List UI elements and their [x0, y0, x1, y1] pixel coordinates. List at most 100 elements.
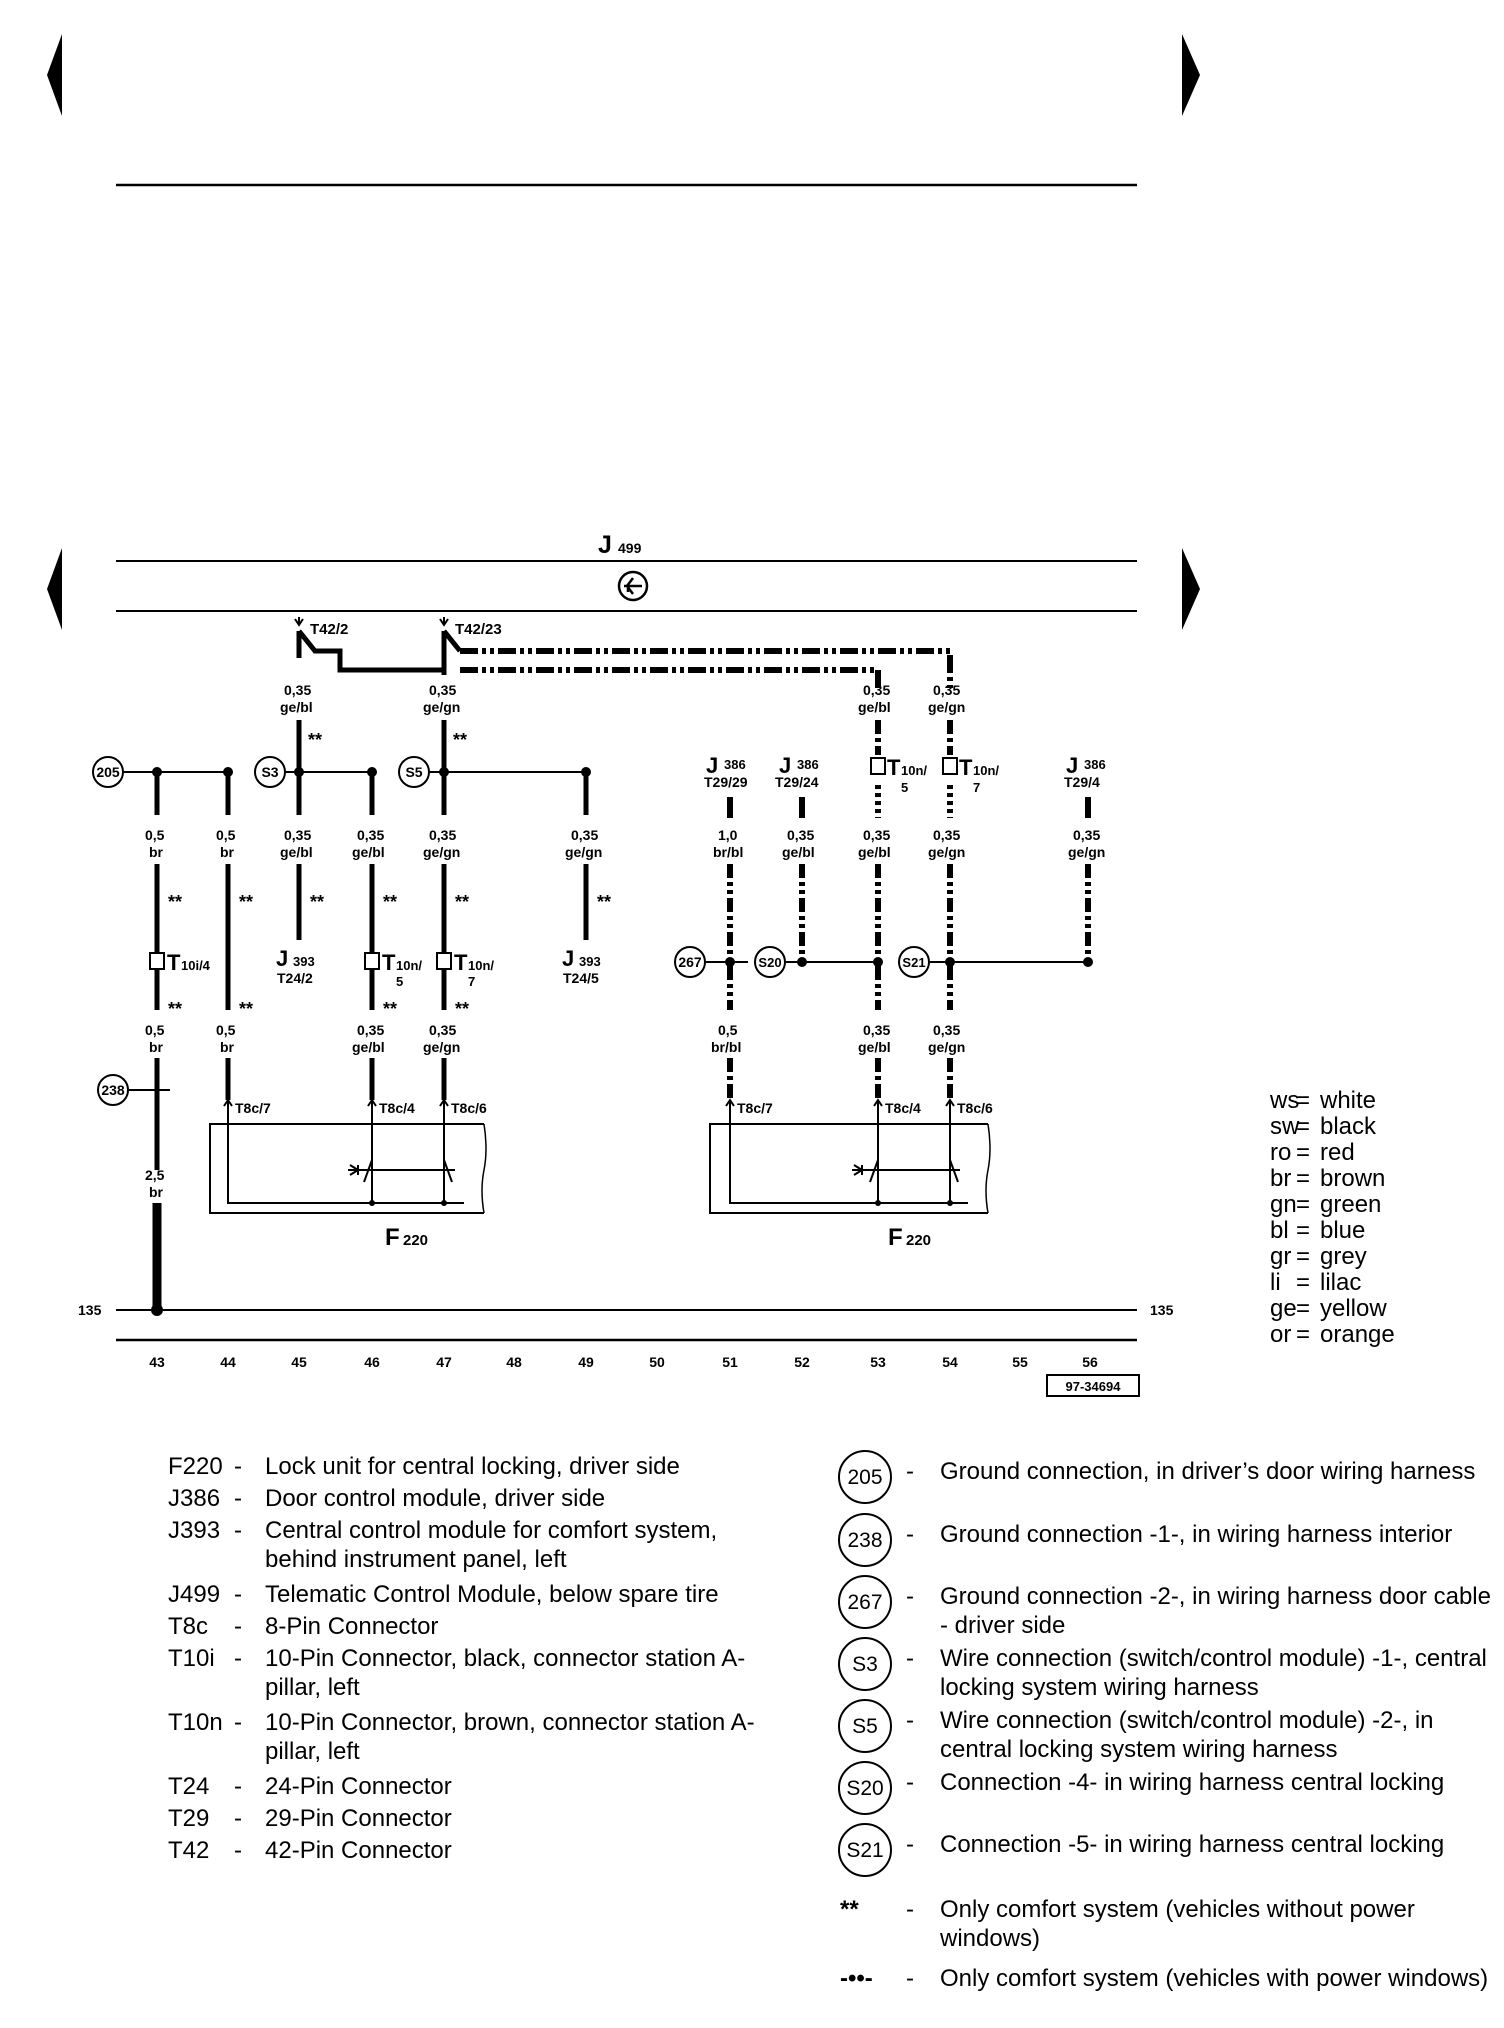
- f220-left-sub: 220: [403, 1232, 428, 1249]
- wire-label: 0,5: [216, 1022, 236, 1038]
- ground-205-label: 205: [96, 764, 120, 780]
- wire-label: 0,35: [284, 827, 311, 843]
- splice-s3-label: S3: [261, 764, 278, 780]
- legend-dash: -: [234, 1517, 242, 1544]
- legend-code: J386: [168, 1485, 221, 1512]
- track-number: 44: [220, 1354, 236, 1370]
- color-key-name: orange: [1320, 1321, 1395, 1348]
- prev-page-arrow-mid[interactable]: [47, 548, 62, 630]
- t8c4-label: T8c/4: [885, 1100, 921, 1116]
- wire-label: 0,35: [284, 682, 311, 698]
- color-key-code: ro: [1270, 1139, 1292, 1166]
- legend-description: 8-Pin Connector: [265, 1613, 439, 1640]
- wire-label: br: [220, 844, 235, 860]
- wire-label: ge/gn: [423, 844, 460, 860]
- legend-dash: -: [234, 1485, 242, 1512]
- t8c-pin: [367, 1098, 377, 1108]
- legend-description: Wire connection (switch/control module) …: [940, 1645, 1487, 1701]
- color-key-eq: =: [1296, 1295, 1311, 1322]
- t10n-connector-icon: [942, 757, 958, 775]
- wire-label: 0,35: [429, 682, 456, 698]
- wire-label: 0,35: [933, 682, 960, 698]
- color-key-code: ge: [1270, 1295, 1297, 1322]
- j386-sub: 386: [797, 757, 819, 772]
- wire-label: 0,5: [216, 827, 236, 843]
- legend-dash: -: [234, 1837, 242, 1864]
- wire-label: br/bl: [713, 844, 743, 860]
- wire-label: br: [149, 1184, 164, 1200]
- j386-pin: T29/24: [775, 774, 819, 790]
- track-number: 54: [942, 1354, 958, 1370]
- next-page-arrow-top[interactable]: [1182, 34, 1200, 116]
- f220-right-sub: 220: [906, 1232, 931, 1249]
- legend-description: 24-Pin Connector: [265, 1773, 452, 1800]
- j393-sub: 393: [293, 954, 315, 969]
- t10n-pin: 7: [973, 780, 980, 795]
- comfort-note-stars: **: [239, 892, 253, 912]
- track-number: 55: [1012, 1354, 1028, 1370]
- j393-pin: T24/5: [563, 970, 599, 986]
- junction-dot: [151, 1304, 163, 1316]
- junction-dot: [797, 957, 807, 967]
- splice-s21-label: S21: [902, 955, 925, 970]
- wire-t42-2-to-gebl: [297, 629, 444, 673]
- legend-symbol-icon: 267: [838, 1575, 892, 1629]
- color-key-eq: =: [1296, 1113, 1311, 1140]
- comfort-note-stars: **: [455, 999, 469, 1019]
- wire-label: ge/gn: [928, 699, 965, 715]
- t10n-pin: 5: [396, 974, 403, 989]
- t10n-connector-icon: [870, 757, 886, 775]
- wire-label: ge/bl: [782, 844, 815, 860]
- legend-dash: -: [906, 1831, 914, 1858]
- legend-code: T24: [168, 1773, 210, 1800]
- t8c6-label: T8c/6: [451, 1100, 487, 1116]
- wire-label: 0,35: [1073, 827, 1100, 843]
- wire-label: 0,35: [933, 1022, 960, 1038]
- ref-box: [1046, 1374, 1140, 1397]
- wire-label: ge/bl: [858, 844, 891, 860]
- legend-dash: -: [234, 1805, 242, 1832]
- legend-description: 10-Pin Connector, black, connector stati…: [265, 1645, 746, 1701]
- track-number: 45: [291, 1354, 307, 1370]
- wire-label: 0,35: [863, 682, 890, 698]
- comfort-note-stars: **: [597, 892, 611, 912]
- legend-code: J499: [168, 1581, 221, 1608]
- track-number: 48: [506, 1354, 522, 1370]
- legend-code: T10n: [168, 1709, 223, 1736]
- wire-label: 0,5: [718, 1022, 738, 1038]
- f220-left-switch-icon: [348, 1159, 455, 1183]
- f220-right-label: F: [888, 1224, 903, 1251]
- j386-sub: 386: [724, 757, 746, 772]
- wire-label: ge/bl: [858, 699, 891, 715]
- color-key-eq: =: [1296, 1191, 1311, 1218]
- legend-code: F220: [168, 1453, 223, 1480]
- t42-2-label: T42/2: [310, 621, 348, 638]
- color-key-eq: =: [1296, 1243, 1311, 1270]
- t10n-label: T: [887, 755, 901, 780]
- note-symbol: **: [840, 1896, 859, 1923]
- track-number: 52: [794, 1354, 810, 1370]
- f220-right-internal: [729, 1108, 968, 1204]
- color-key-name: black: [1320, 1113, 1377, 1140]
- legend-dash: -: [906, 1645, 914, 1672]
- note-dash: -: [906, 1965, 914, 1992]
- color-key-code: gn: [1270, 1191, 1297, 1218]
- j499-label: J: [598, 531, 612, 559]
- comfort-note-stars: **: [455, 892, 469, 912]
- f220-left-internal: [227, 1108, 464, 1204]
- track-number: 47: [436, 1354, 452, 1370]
- j386-pin: T29/29: [704, 774, 748, 790]
- f220-left-housing-edge: [481, 1123, 487, 1214]
- legend-dash: -: [234, 1613, 242, 1640]
- t8c-pin: [873, 1098, 883, 1108]
- j386-label: J: [1066, 753, 1078, 778]
- wire-label: 0,35: [863, 827, 890, 843]
- ground-205-icon: [92, 756, 124, 788]
- legend-dash: -: [234, 1645, 242, 1672]
- prev-page-arrow-top[interactable]: [47, 34, 62, 116]
- splice-s20-label: S20: [758, 955, 781, 970]
- track-number: 53: [870, 1354, 886, 1370]
- wire-label: 0,35: [933, 827, 960, 843]
- legend-code: T8c: [168, 1613, 209, 1640]
- next-page-arrow-mid[interactable]: [1182, 548, 1200, 630]
